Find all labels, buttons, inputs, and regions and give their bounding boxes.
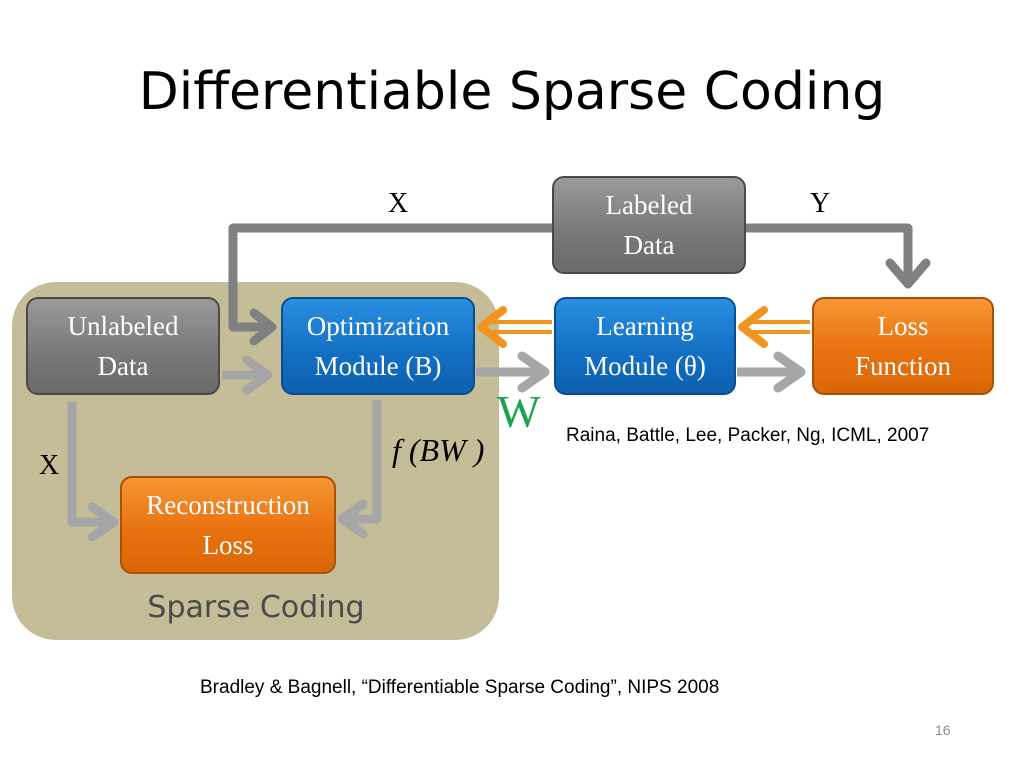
- sparse-coding-label: Sparse Coding: [147, 590, 365, 625]
- arrowhead-learning-to-loss: [773, 351, 806, 393]
- unlabeled-data-box: Unlabeled Data: [26, 297, 220, 395]
- optimization-module-line-1: Optimization: [306, 311, 450, 341]
- slide-number: 16: [935, 722, 951, 738]
- f-bw-formula: f (BW ): [392, 432, 485, 468]
- reconstruction-loss-box: Reconstruction Loss: [120, 476, 336, 574]
- x-label-top: X: [388, 188, 409, 219]
- gradient-arrowhead-optimization: [477, 306, 507, 348]
- bradley-citation: Bradley & Bagnell, “Differentiable Spars…: [200, 677, 720, 698]
- optimization-module-box: Optimization Module (B): [281, 297, 475, 395]
- gradient-arrowhead-learning: [738, 306, 768, 348]
- arrow-labeled-to-loss: [746, 223, 913, 282]
- arrow-labeled-to-optimization: [228, 223, 552, 332]
- unlabeled-data-line-2: Data: [97, 351, 149, 381]
- arrow-unlabeled-to-reconstruction: [67, 402, 110, 527]
- labeled-data-line-1: Labeled: [605, 190, 693, 220]
- arrowhead-unlabeled-to-optimization: [242, 355, 273, 395]
- reconstruction-loss-line-1: Reconstruction: [146, 490, 310, 520]
- raina-citation: Raina, Battle, Lee, Packer, Ng, ICML, 20…: [566, 425, 930, 446]
- reconstruction-loss-line-2: Loss: [202, 530, 254, 560]
- labeled-data-line-2: Data: [623, 230, 675, 260]
- unlabeled-data-line-1: Unlabeled: [67, 311, 179, 341]
- w-label: W: [497, 386, 541, 437]
- learning-module-box: Learning Module (θ): [554, 297, 736, 395]
- arrow-optimization-to-reconstruction: [346, 400, 382, 524]
- loss-function-line-2: Function: [854, 351, 951, 381]
- arrowhead-unlabeled-to-reconstruction: [87, 502, 119, 542]
- arrowhead-optimization-to-learning: [517, 351, 550, 393]
- y-label-top: Y: [810, 188, 831, 219]
- arrowhead-optimization-to-reconstruction: [337, 499, 368, 539]
- loss-function-box: Loss Function: [812, 297, 994, 395]
- loss-function-line-1: Loss: [877, 311, 929, 341]
- slide-title: Differentiable Sparse Coding: [138, 62, 886, 122]
- arrowhead-labeled-to-loss: [885, 258, 931, 289]
- arrowhead-labeled-to-optimization: [249, 308, 277, 346]
- learning-module-line-2: Module (θ): [584, 351, 706, 381]
- optimization-module-line-2: Module (B): [314, 351, 442, 381]
- x-label-left: X: [39, 450, 60, 481]
- labeled-data-box: Labeled Data: [552, 176, 746, 274]
- learning-module-line-1: Learning: [596, 311, 694, 341]
